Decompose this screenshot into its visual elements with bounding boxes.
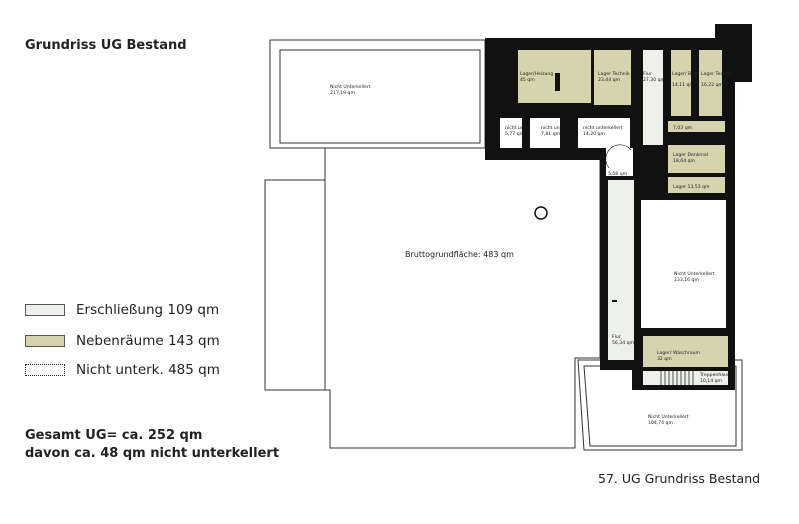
room-label: Lager/Heizung [520,71,553,77]
total-area: Gesamt UG= ca. 252 qm [25,428,203,443]
room-label: Flur [612,334,621,340]
room-label: 23,44 qm [598,77,621,83]
column-icon [534,206,548,220]
spiral-stair-icon [605,144,632,169]
room-label: Flur [643,71,652,77]
room-lager-technik-2: Lager Technik 16,22 qm [699,50,733,116]
room-brutto: Bruttogrundfläche: 483 qm [264,147,601,449]
legend-swatch [25,304,65,316]
room-label: 18,64 qm [673,158,696,164]
legend-item-nebenraeume: Nebenräume 143 qm [25,333,220,349]
room-lager-denkmal: Lager Denkmal 18,64 qm [668,145,725,173]
room-lager-1353: Lager 13,53 qm [668,177,725,193]
room-label: 45 qm [520,77,535,83]
legend-label: Erschließung 109 qm [76,302,220,318]
room-nicht-unterkellert-right: Nicht Unterkellert 133,16 qm [641,200,726,328]
room-label: Nicht Unterkellert [674,271,715,277]
room-label: Lager/ Waschraum [657,350,701,356]
legend-label: Nebenräume 143 qm [76,333,220,349]
room-nicht-unt-2: nicht unt. 7,81 qm [530,118,563,148]
figure-caption: 57. UG Grundriss Bestand [598,471,761,486]
room-label: 27,30 qm [643,77,666,83]
legend-label: Nicht unterk. 485 qm [76,362,220,378]
room-treppenhaus: Treppenhaus 10,14 qm [643,371,730,385]
room-label: Treppenhaus [699,372,730,378]
room-label: 5,58 qm [608,171,628,177]
room-label: Lager Denkmal [673,152,708,158]
stair-room: 5,58 qm [605,144,633,177]
room-nicht-unt-3: nicht unterkellert 14,20 qm [578,118,630,148]
plan-title: Grundriss UG Bestand [25,38,187,53]
room-flur-top: Flur 27,30 qm [643,50,666,145]
room-label: 7,03 qm [673,125,693,131]
room-nicht-unterkellert-top: Nicht Unterkellert 217,19 qm [269,39,486,149]
unexcavated-area: davon ca. 48 qm nicht unterkellert [25,446,280,461]
legend-swatch [25,335,65,347]
room-label: Nicht Unterkellert [648,414,689,420]
legend-swatch [25,364,65,376]
room-label: nicht unt. [505,125,527,131]
room-label: 217,19 qm [330,90,355,96]
room-nicht-unt-1: nicht unt. 5,77 qm [500,118,527,148]
room-label: Lager Technik [701,71,733,77]
room-lager-heizung: Lager/Heizung 45 qm [518,50,591,103]
room-flur: Flur 56,34 qm [608,180,635,360]
room-label: Lager/ Bilder [672,71,701,77]
room-label: Bruttogrundfläche: 483 qm [405,250,514,259]
room-label: Lager Technik [598,71,630,77]
legend-item-erschliessung: Erschließung 109 qm [25,302,219,318]
room-label: 10,14 qm [700,378,723,384]
room-7qm: 7,03 qm [668,121,725,132]
room-label: 104,74 qm [648,420,673,426]
legend-item-nicht-unterkellert: Nicht unterk. 485 qm [25,362,220,378]
room-label: 14,20 qm [583,131,606,137]
room-label: Lager 13,53 qm [673,184,710,190]
room-label: 56,34 qm [612,340,635,346]
room-label: 7,81 qm [541,131,561,137]
room-label: nicht unt. [541,125,563,131]
room-label: 32 qm [657,356,672,362]
room-lager-technik: Lager Technik 23,44 qm [594,50,631,105]
room-label: 16,22 qm [701,82,724,88]
room-label: nicht unterkellert [583,125,623,131]
room-label: 5,77 qm [505,131,525,137]
room-lager-waschraum: Lager/ Waschraum 32 qm [643,336,728,367]
room-lager-bilder: Lager/ Bilder 14,11 qm [671,50,701,116]
room-label: 14,11 qm [672,82,695,88]
room-label: 133,16 qm [674,277,699,283]
room-label: Nicht Unterkellert [330,84,371,90]
